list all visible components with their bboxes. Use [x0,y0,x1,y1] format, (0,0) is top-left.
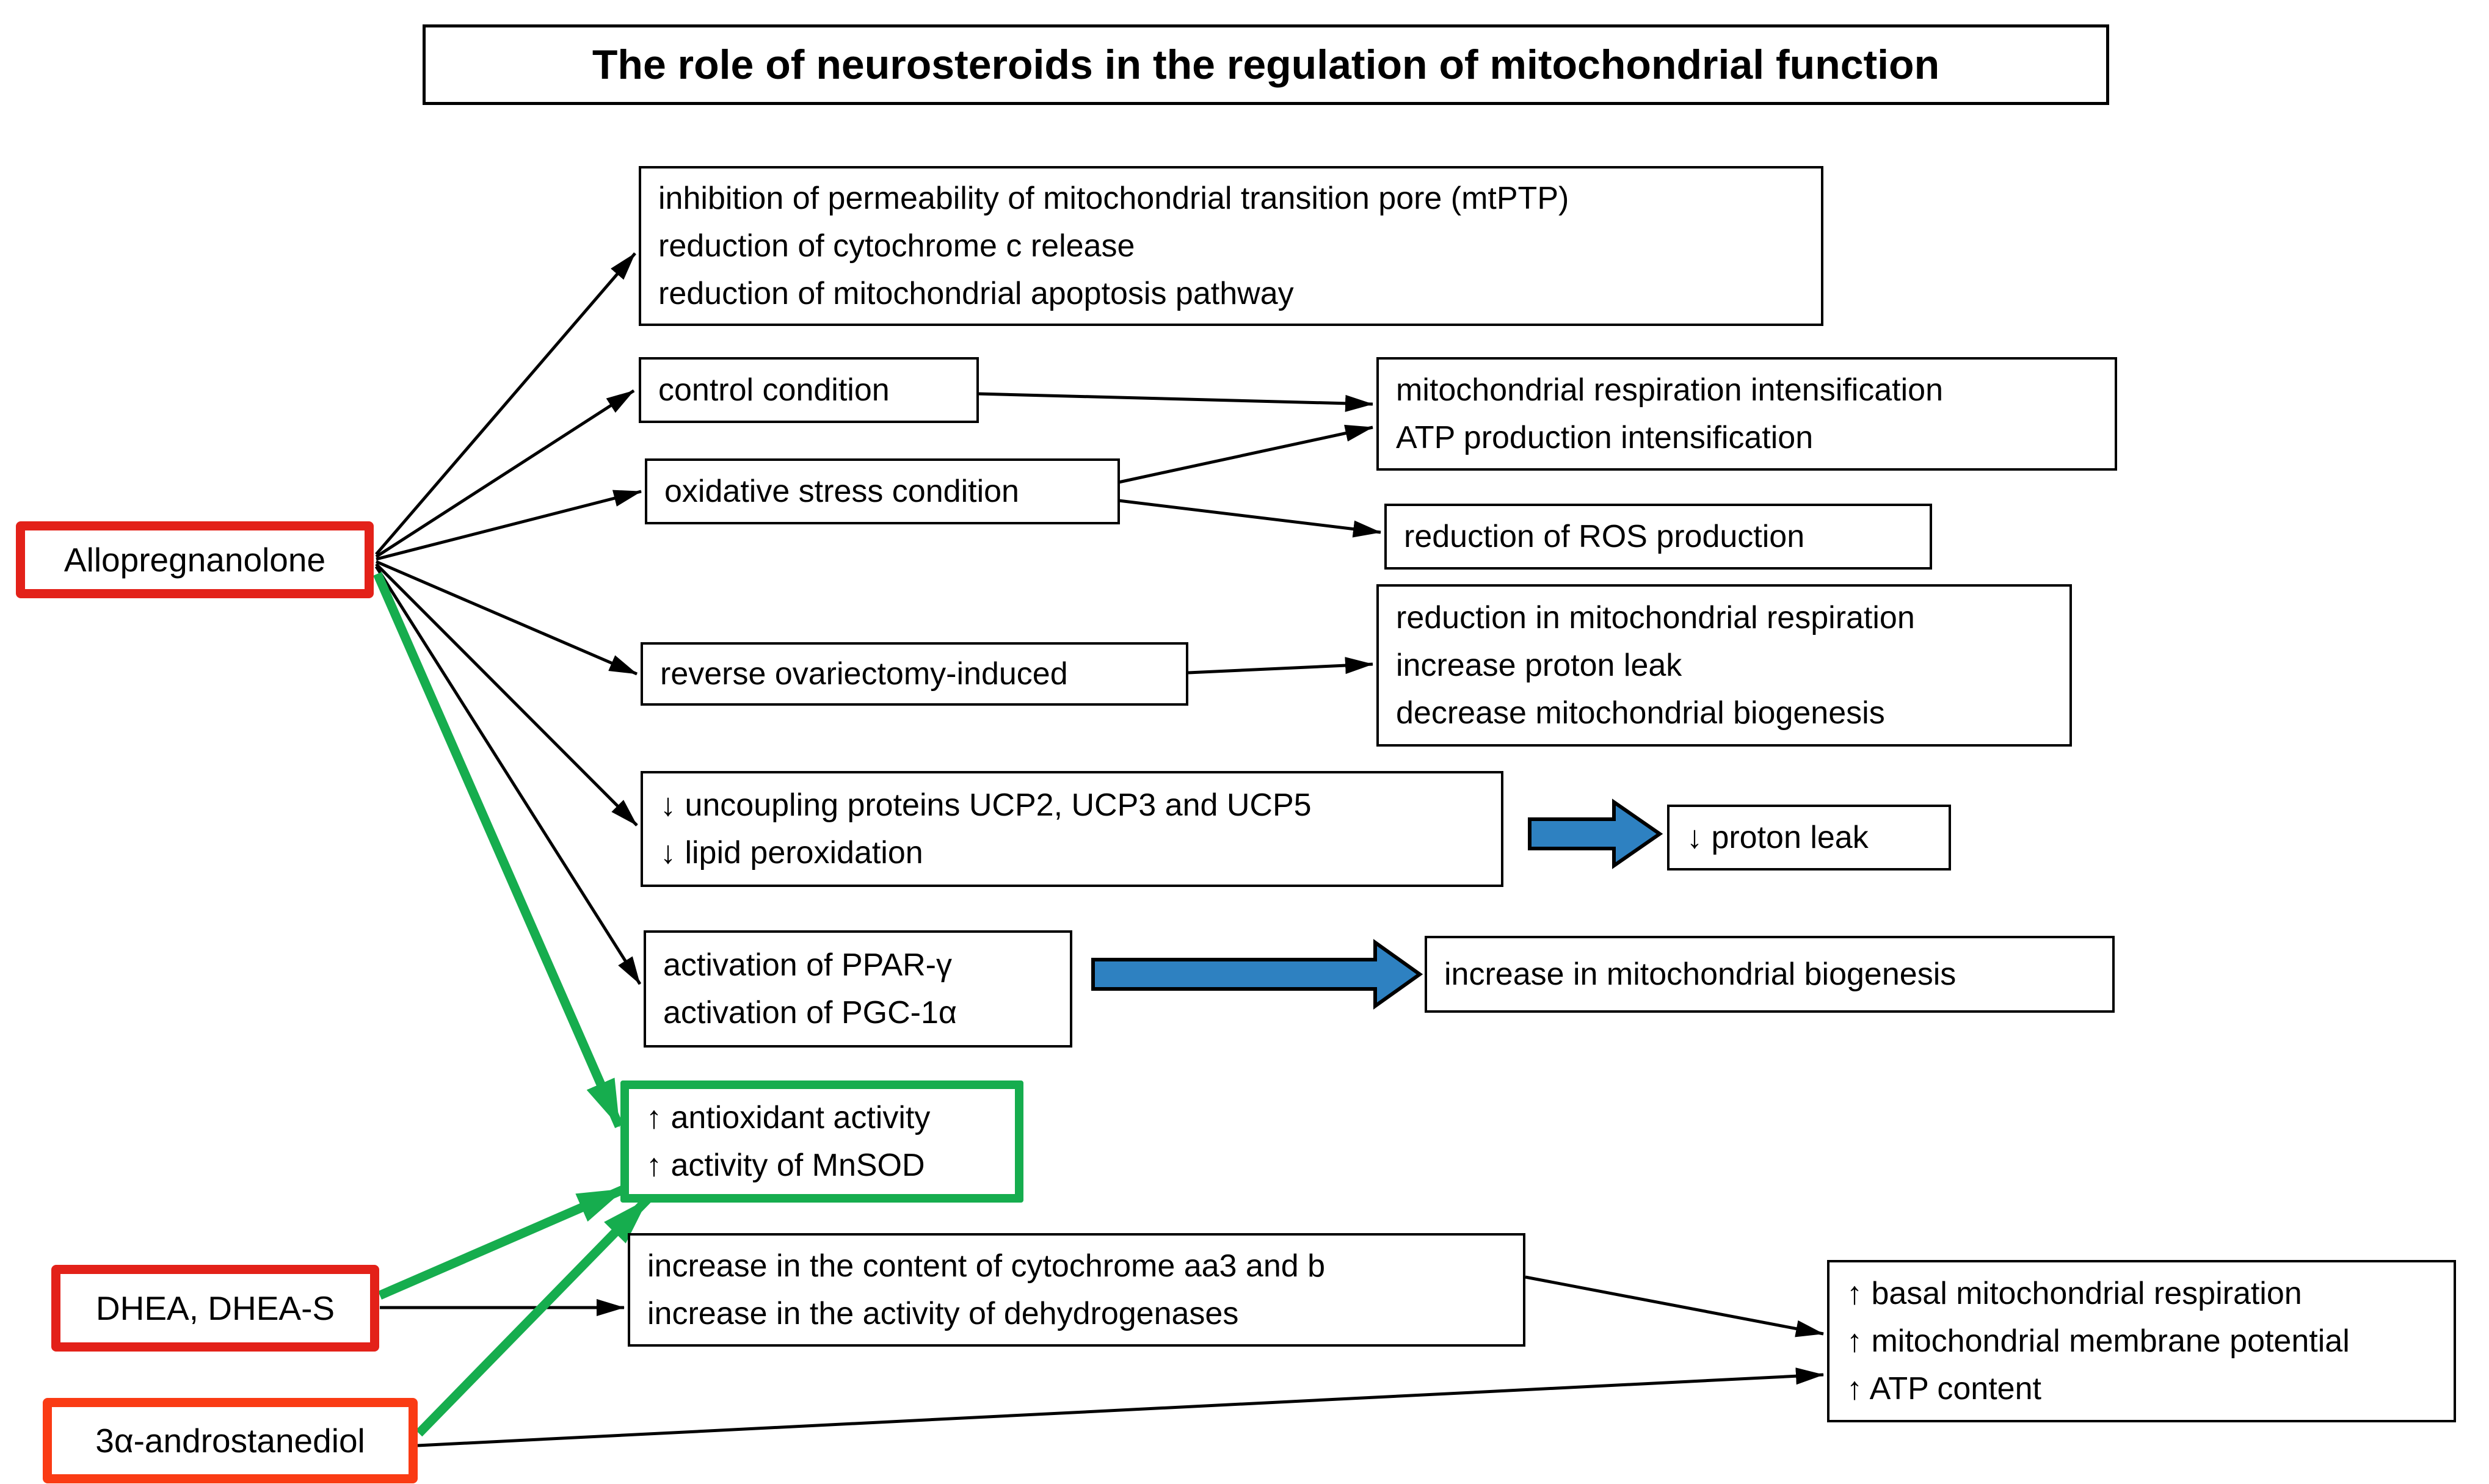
box-cytochrome-dehydrogenases: increase in the content of cytochrome aa… [628,1233,1525,1347]
box-line: ↓ uncoupling proteins UCP2, UCP3 and UCP… [660,787,1312,823]
box-line: activation of PGC-1α [663,995,957,1030]
box-line: ↑ mitochondrial membrane potential [1847,1323,2350,1359]
arrow-allo-to-ppar [374,565,642,985]
arrow-androstanediol-to-basal [417,1367,1824,1447]
box-line: ATP production intensification [1396,420,1814,455]
box-line: reduction of ROS production [1404,519,1805,554]
box-line: reduction of cytochrome c release [658,228,1135,264]
box-ros-reduction: reduction of ROS production [1384,504,1932,570]
box-line: ↓ proton leak [1687,820,1869,855]
arrow-allo-to-control [375,389,635,559]
box-line: ↑ basal mitochondrial respiration [1847,1276,2302,1311]
box-control-condition: control condition [639,357,979,423]
box-line: ↑ activity of MnSOD [646,1148,925,1183]
box-line: decrease mitochondrial biogenesis [1396,695,1885,731]
box-androstanediol: 3α-androstanediol [43,1398,418,1483]
box-line: increase in the activity of dehydrogenas… [647,1296,1239,1331]
arrow-allo-to-mtptp [375,252,636,556]
box-line: oxidative stress condition [664,474,1019,509]
box-biogenesis-increase: increase in mitochondrial biogenesis [1425,936,2115,1013]
box-antioxidant-mnsod: ↑ antioxidant activity ↑ activity of MnS… [620,1080,1023,1203]
box-line: reduction in mitochondrial respiration [1396,600,1915,635]
box-ovariectomy-effects: reduction in mitochondrial respiration i… [1376,584,2072,747]
box-ppar-pgc: activation of PPAR-γ activation of PGC-1… [644,930,1072,1048]
box-line: control condition [658,372,890,408]
block-arrow-ucp-to-proton-leak [1528,798,1663,869]
arrow-reverse-ovx-to-effects [1188,657,1373,675]
box-line: increase in the content of cytochrome aa… [647,1248,1326,1284]
page-title: The role of neurosteroids in the regulat… [423,24,2109,105]
box-line: ↓ lipid peroxidation [660,835,923,870]
box-reverse-ovariectomy: reverse ovariectomy-induced [641,642,1188,706]
box-line: reverse ovariectomy-induced [660,656,1068,692]
box-line: ↑ antioxidant activity [646,1100,931,1135]
box-basal-respiration: ↑ basal mitochondrial respiration ↑ mito… [1827,1260,2456,1422]
block-arrow-ppar-to-biogenesis [1091,939,1423,1010]
box-line: inhibition of permeability of mitochondr… [658,181,1569,216]
arrow-cytochrome-to-basal [1525,1275,1824,1337]
box-line: increase in mitochondrial biogenesis [1444,957,1957,992]
box-line: reduction of mitochondrial apoptosis pat… [658,276,1294,311]
box-line: Allopregnanolone [64,540,326,579]
box-line: DHEA, DHEA-S [95,1289,335,1327]
arrow-control-to-resp-atp [976,392,1373,412]
arrow-allo-to-antioxidant [373,571,623,1129]
box-ucp-lipid: ↓ uncoupling proteins UCP2, UCP3 and UCP… [641,771,1503,887]
box-line: increase proton leak [1396,648,1682,683]
arrow-allo-to-reverse-ovx [376,560,638,676]
box-line: ↑ ATP content [1847,1371,2041,1406]
box-mtptp: inhibition of permeability of mitochondr… [639,166,1823,326]
arrow-oxidative-to-ros [1118,499,1381,538]
box-respiration-atp: mitochondrial respiration intensificatio… [1376,357,2117,471]
box-line: 3α-androstanediol [95,1421,365,1460]
page-title-text: The role of neurosteroids in the regulat… [592,42,1940,88]
box-allopregnanolone: Allopregnanolone [16,521,374,598]
arrow-allo-to-ucp [375,563,638,827]
box-line: mitochondrial respiration intensificatio… [1396,372,1944,408]
arrow-androstanediol-to-antioxidant [415,1196,651,1437]
arrow-dhea-to-antioxidant [378,1185,626,1300]
box-line: activation of PPAR-γ [663,947,953,983]
box-oxidative-stress: oxidative stress condition [645,458,1120,524]
arrow-oxidative-to-resp-atp [1118,424,1373,484]
box-proton-leak: ↓ proton leak [1667,805,1951,870]
arrow-allo-to-oxidative [376,490,642,561]
box-dhea: DHEA, DHEA-S [51,1265,379,1352]
